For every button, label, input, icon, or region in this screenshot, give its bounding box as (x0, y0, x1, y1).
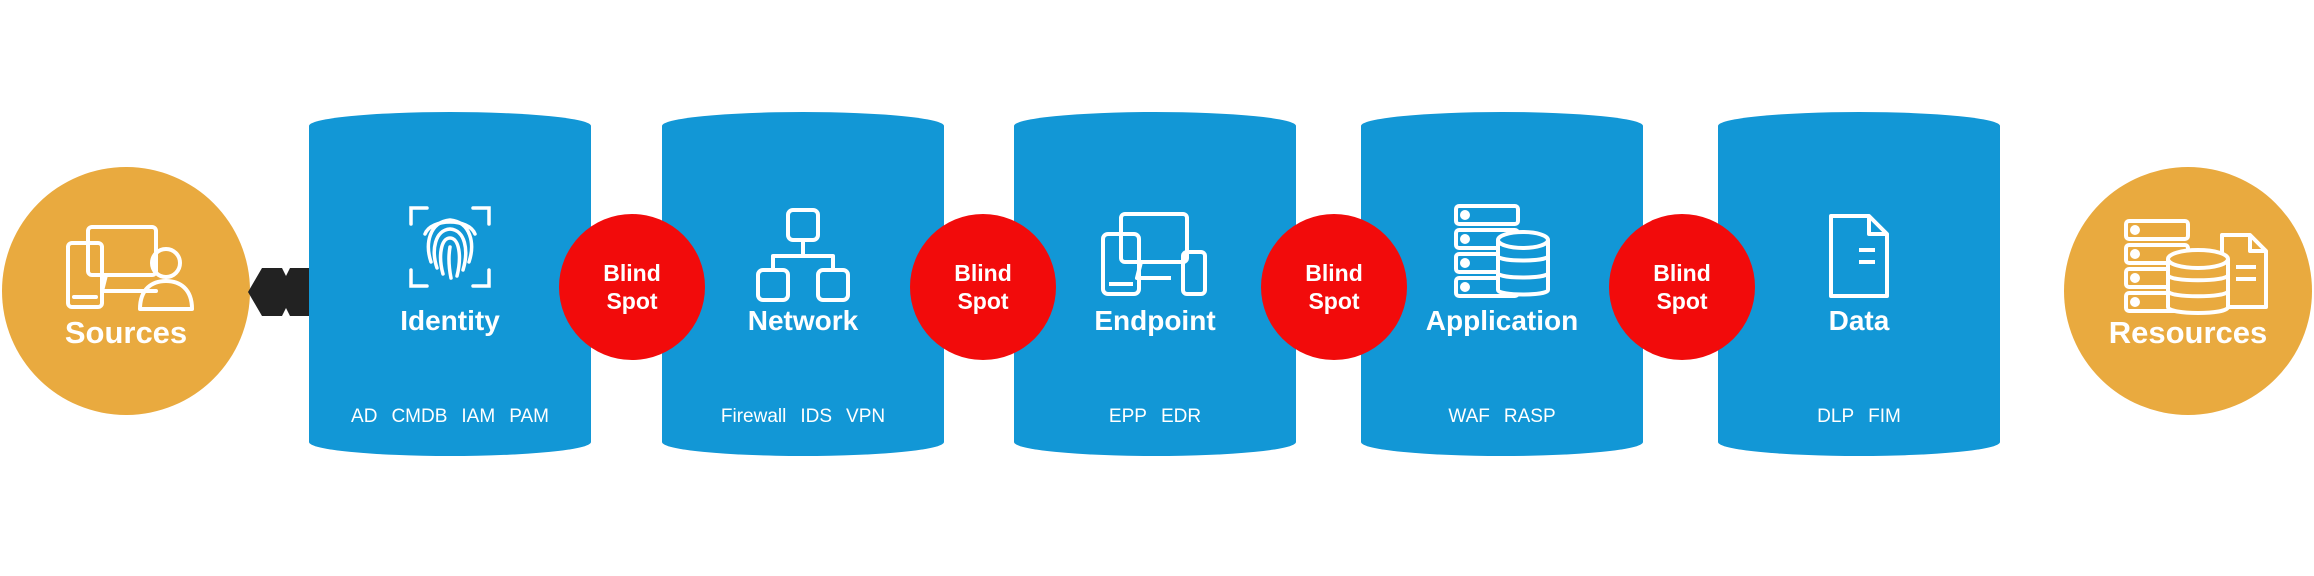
panel-tools-network: Firewall IDS VPN (662, 406, 944, 428)
resources-node: Resources (2064, 167, 2312, 415)
panel-title-endpoint: Endpoint (1094, 305, 1216, 336)
panel-endpoint: Endpoint EPP EDR (1014, 112, 1296, 456)
blind-spot-line1: Blind (1653, 260, 1711, 286)
panel-title-data: Data (1828, 305, 1890, 336)
panel-title-network: Network (747, 305, 859, 336)
tool-label: DLP (1817, 406, 1855, 427)
panel-title-identity: Identity (400, 305, 500, 336)
blind-spot-1: Blind Spot (559, 214, 705, 360)
resources-label: Resources (2108, 315, 2268, 350)
panel-application: Application WAF RASP (1361, 112, 1643, 456)
blind-spot-2: Blind Spot (910, 214, 1056, 360)
blind-spot-line2: Spot (957, 288, 1009, 314)
devices-user-icon (66, 225, 194, 311)
tool-label: CMDB (391, 406, 448, 427)
fingerprint-icon (409, 206, 491, 288)
tool-label: IAM (461, 406, 496, 427)
panel-tools-application: WAF RASP (1361, 406, 1643, 428)
tool-label: PAM (509, 406, 549, 427)
panel-data: Data DLP FIM (1718, 112, 2000, 456)
tool-label: AD (351, 406, 378, 427)
tool-label: Firewall (720, 406, 787, 427)
blind-spot-line1: Blind (1305, 260, 1363, 286)
tool-label: WAF (1448, 406, 1490, 427)
panel-tools-endpoint: EPP EDR (1014, 406, 1296, 428)
tool-label: IDS (800, 406, 833, 427)
blind-spot-line2: Spot (1308, 288, 1360, 314)
blind-spot-4: Blind Spot (1609, 214, 1755, 360)
server-database-icon (1454, 204, 1550, 298)
connector-icon (248, 268, 324, 316)
panel-title-application: Application (1425, 305, 1579, 336)
servers-database-file-icon (2124, 219, 2268, 315)
blind-spot-line1: Blind (954, 260, 1012, 286)
document-icon (1829, 214, 1889, 298)
tool-label: EDR (1160, 406, 1202, 427)
panel-identity: Identity AD CMDB IAM PAM (309, 112, 591, 456)
tool-label: VPN (846, 406, 886, 427)
blind-spot-line1: Blind (603, 260, 661, 286)
tool-label: FIM (1868, 406, 1901, 427)
devices-icon (1101, 212, 1207, 296)
sources-label: Sources (64, 315, 188, 350)
blind-spot-3: Blind Spot (1261, 214, 1407, 360)
blind-spot-line2: Spot (606, 288, 658, 314)
sources-node: Sources (2, 167, 250, 415)
network-topology-icon (756, 208, 850, 302)
blind-spot-line2: Spot (1656, 288, 1708, 314)
panel-tools-identity: AD CMDB IAM PAM (309, 406, 591, 428)
panel-network: Network Firewall IDS VPN (662, 112, 944, 456)
panel-tools-data: DLP FIM (1718, 406, 2000, 428)
tool-label: RASP (1503, 406, 1556, 427)
tool-label: EPP (1108, 406, 1147, 427)
